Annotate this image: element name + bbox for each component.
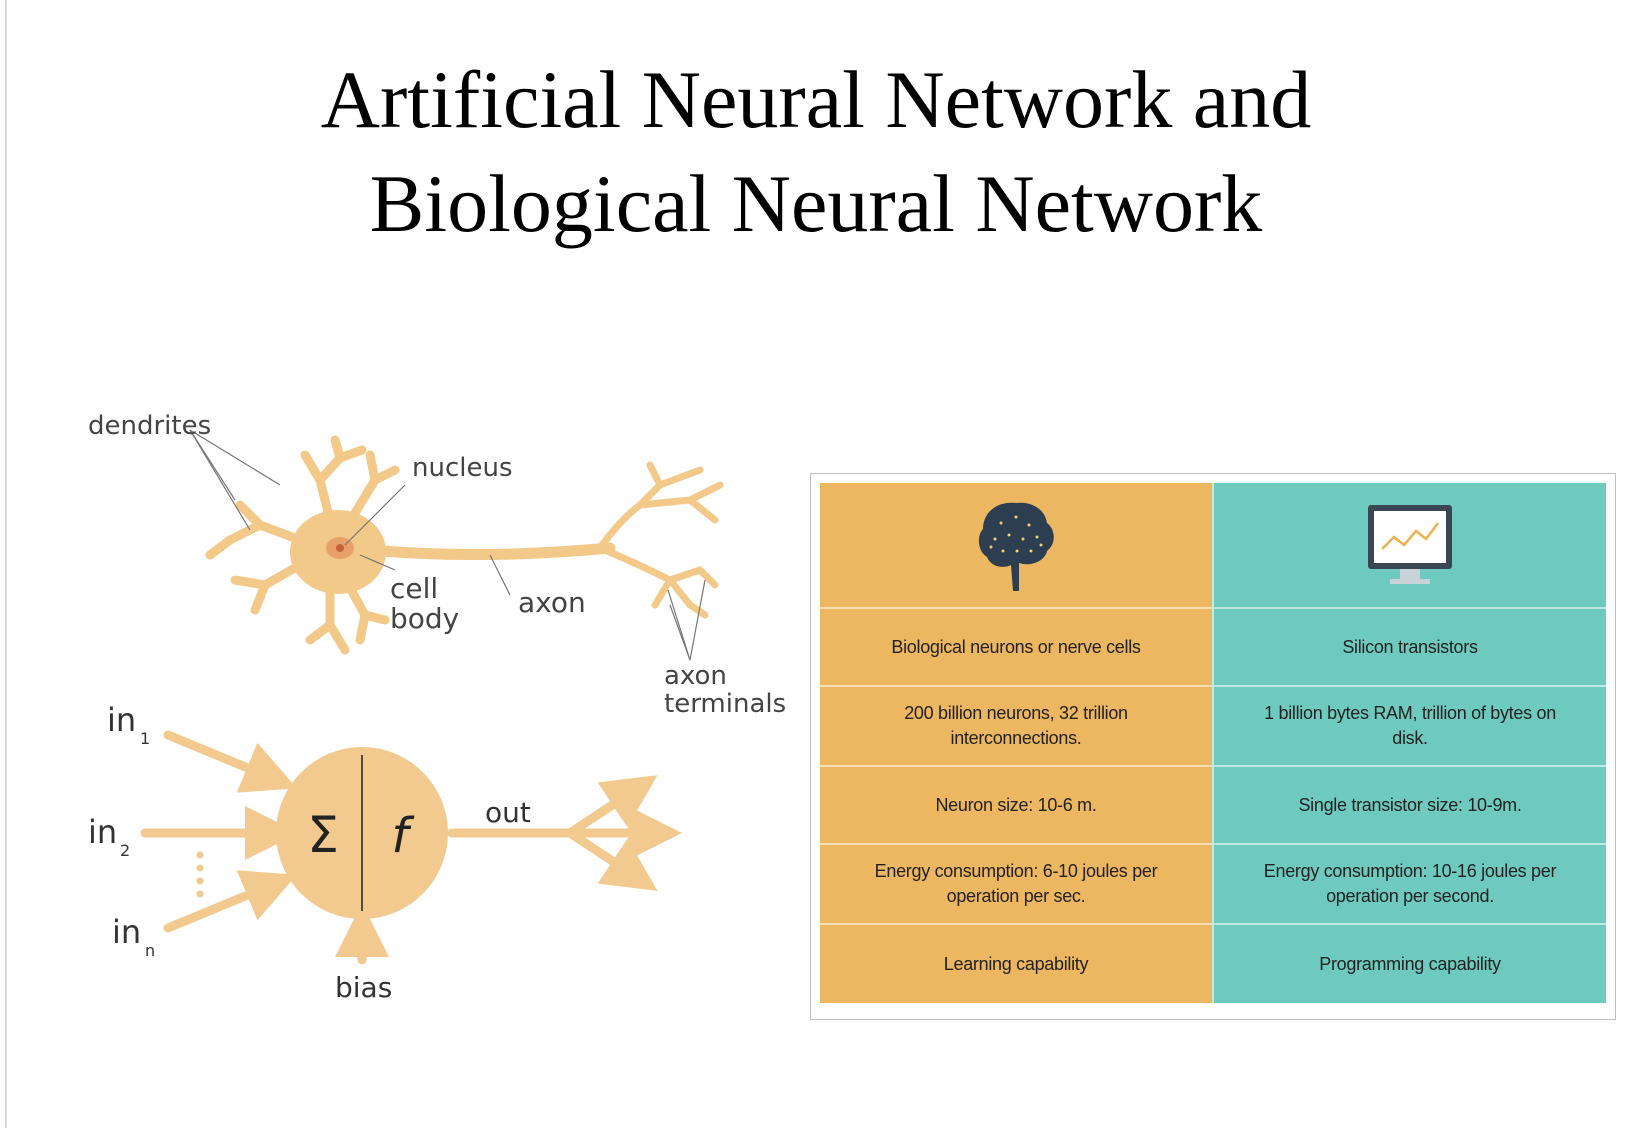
header-artificial [1212,483,1606,607]
output-label: out [485,796,531,829]
label-cell-body-line2: body [390,602,459,635]
biological-neuron: dendrites nucleus cell body axon axon te… [88,411,786,719]
sum-symbol: Σ [307,806,339,864]
slide-left-border [5,0,7,1128]
row-3-biological: Neuron size: 10-6 m. [820,765,1212,843]
label-axon-terminals-line1: axon [664,661,727,691]
comparison-table: Biological neurons or nerve cells Silico… [810,473,1616,1020]
input-arrow-1 [163,730,297,793]
row-1-biological: Biological neurons or nerve cells [820,607,1212,685]
input-label-2: in [88,813,117,851]
axon-shape [364,542,616,561]
row-3-artificial: Single transistor size: 10-9m. [1212,765,1606,843]
brain-icon [978,502,1054,591]
output-arrow-up [565,775,658,838]
monitor-chart-icon [1368,505,1452,584]
artificial-neuron: Σ f in 1 in 2 in n out bias [88,701,682,1004]
label-axon: axon [518,586,586,619]
neural-diagrams: dendrites nucleus cell body axon axon te… [88,411,786,1004]
title-line-1: Artificial Neural Network and [320,54,1312,145]
label-nucleus: nucleus [412,453,513,483]
row-2-biological: 200 billion neurons, 32 trillion interco… [820,685,1212,765]
bias-label: bias [335,971,392,1004]
row-1-artificial: Silicon transistors [1212,607,1606,685]
nucleolus-shape [336,544,344,552]
row-4-artificial: Energy consumption: 10-16 joules per ope… [1212,843,1606,923]
label-axon-terminals-line2: terminals [664,689,786,719]
label-cell-body-line1: cell [390,572,438,605]
row-5-artificial: Programming capability [1212,923,1606,1003]
dendrite-branches [205,435,400,655]
output-arrow-down [565,828,658,891]
input-label-1: in [107,701,136,739]
row-2-artificial: 1 billion bytes RAM, trillion of bytes o… [1212,685,1606,765]
header-biological [820,483,1212,607]
label-dendrites: dendrites [88,411,211,441]
axon-terminal-branches [596,461,724,619]
input-label-n: in [112,913,141,951]
input-label-2-subscript: 2 [120,841,130,860]
title-line-2: Biological Neural Network [369,158,1263,249]
neuron-leader-lines [189,429,706,661]
input-arrow-n [163,870,297,933]
input-label-n-subscript: n [145,941,155,960]
row-5-biological: Learning capability [820,923,1212,1003]
slide-title: Artificial Neural Network and Biological… [0,48,1632,256]
input-label-1-subscript: 1 [140,729,150,748]
row-4-biological: Energy consumption: 6-10 joules per oper… [820,843,1212,923]
comparison-grid: Biological neurons or nerve cells Silico… [820,483,1606,1009]
ellipsis-dots [196,851,204,898]
